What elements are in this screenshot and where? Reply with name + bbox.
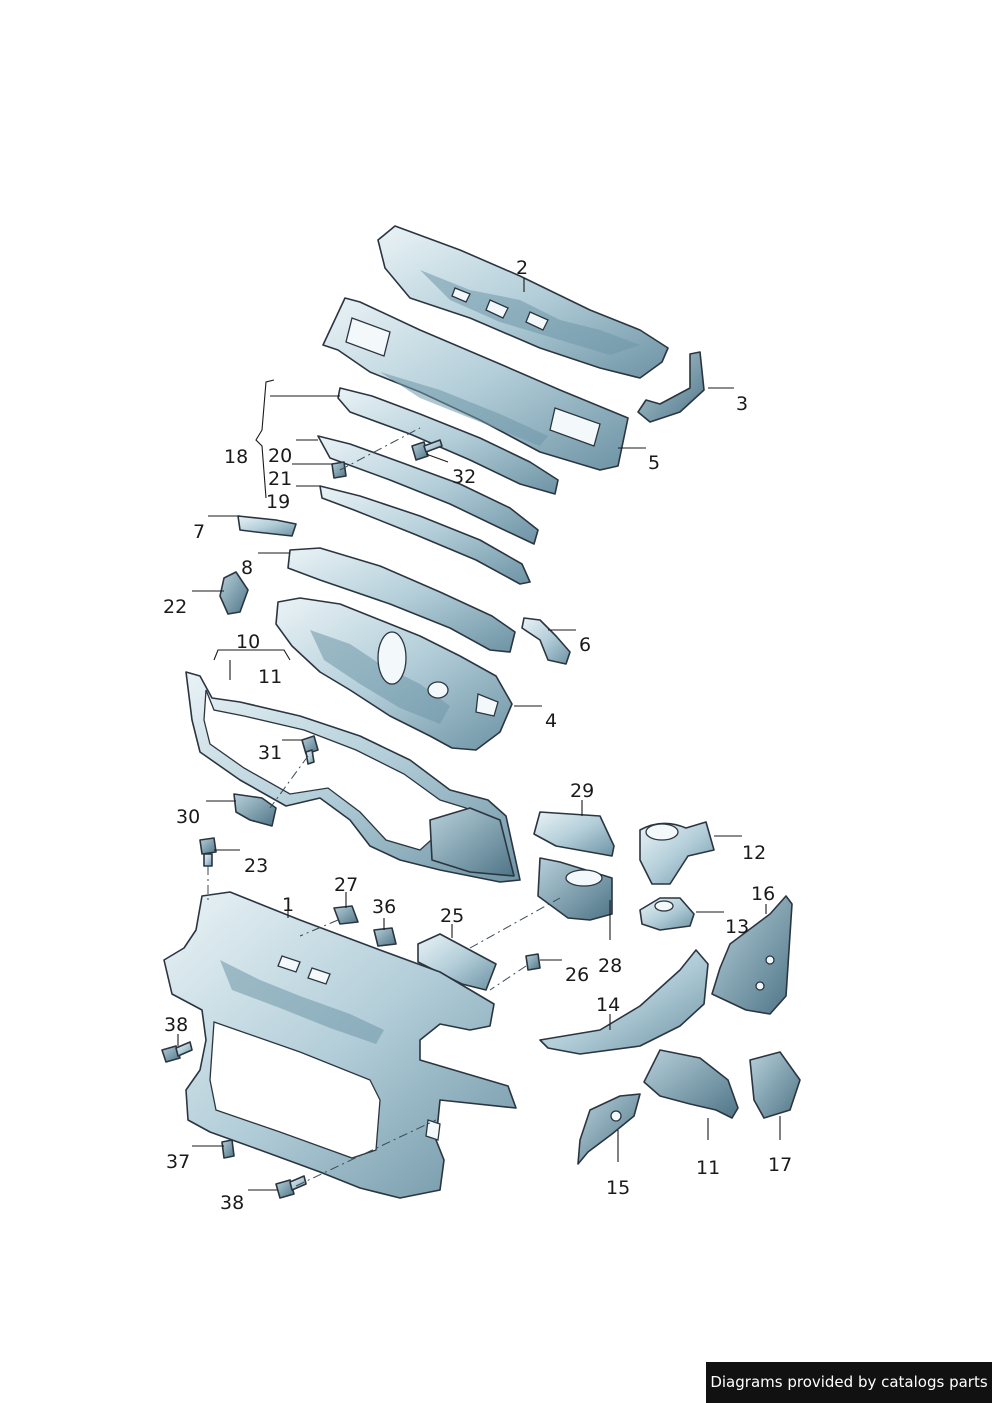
label-13: 13 bbox=[725, 916, 749, 938]
label-26: 26 bbox=[565, 964, 589, 986]
part-32-bolt bbox=[411, 439, 443, 461]
label-23: 23 bbox=[244, 855, 268, 877]
leader-lines bbox=[177, 278, 781, 1191]
part-23-bolt bbox=[199, 837, 217, 867]
part-12-strut-mount bbox=[639, 821, 715, 885]
label-30: 30 bbox=[176, 806, 200, 828]
label-14: 14 bbox=[596, 994, 620, 1016]
part-37-nut bbox=[221, 1139, 235, 1159]
label-1: 1 bbox=[282, 894, 294, 916]
part-18-strip-upper bbox=[337, 387, 559, 495]
label-16: 16 bbox=[751, 883, 775, 905]
label-10: 10 bbox=[236, 631, 260, 653]
part-1-front-carrier bbox=[163, 891, 517, 1199]
label-4: 4 bbox=[545, 710, 557, 732]
part-11-wheel-arch bbox=[643, 1049, 739, 1119]
part-27-clip bbox=[333, 905, 359, 925]
part-19-strip bbox=[319, 485, 531, 585]
label-38-lower: 38 bbox=[220, 1192, 244, 1214]
part-38-bolt-upper bbox=[161, 1041, 193, 1063]
label-12: 12 bbox=[742, 842, 766, 864]
part-21-clip bbox=[331, 461, 347, 479]
part-20-strip bbox=[317, 435, 539, 545]
label-22: 22 bbox=[163, 596, 187, 618]
part-labels: 1 2 3 4 5 6 7 8 10 11 11 12 13 14 15 16 … bbox=[163, 257, 792, 1214]
label-21: 21 bbox=[268, 468, 292, 490]
label-7: 7 bbox=[193, 521, 205, 543]
part-28-housing bbox=[537, 857, 613, 921]
label-2: 2 bbox=[516, 257, 528, 279]
part-17-plate bbox=[749, 1051, 801, 1119]
label-8: 8 bbox=[241, 557, 253, 579]
label-28: 28 bbox=[598, 955, 622, 977]
assembly-lines bbox=[207, 427, 561, 1187]
part-16-panel bbox=[711, 895, 793, 1015]
part-14-member bbox=[539, 949, 709, 1055]
label-37: 37 bbox=[166, 1151, 190, 1173]
label-31: 31 bbox=[258, 742, 282, 764]
label-20: 20 bbox=[268, 445, 292, 467]
label-38-upper: 38 bbox=[164, 1014, 188, 1036]
label-17: 17 bbox=[768, 1154, 792, 1176]
part-7-bracket bbox=[237, 515, 297, 537]
part-2-plenum-cover bbox=[377, 225, 669, 379]
part-38-bolt-lower bbox=[275, 1175, 307, 1199]
label-15: 15 bbox=[606, 1177, 630, 1199]
part-8-strip bbox=[287, 547, 516, 653]
part-15-bracket bbox=[577, 1093, 641, 1165]
part-31-bolt bbox=[301, 735, 319, 765]
part-25-duct bbox=[417, 933, 497, 991]
part-22-bracket bbox=[219, 571, 249, 615]
label-19: 19 bbox=[266, 491, 290, 513]
part-13-cap bbox=[639, 897, 695, 931]
label-6: 6 bbox=[579, 634, 591, 656]
label-18: 18 bbox=[224, 446, 248, 468]
part-3-bracket bbox=[637, 351, 705, 423]
part-36-clip bbox=[373, 927, 397, 947]
label-29: 29 bbox=[570, 780, 594, 802]
part-30-bracket bbox=[233, 793, 277, 827]
credit-banner: Diagrams provided by catalogs parts bbox=[706, 1362, 992, 1403]
part-10-seal bbox=[185, 671, 521, 883]
label-11-upper: 11 bbox=[258, 666, 282, 688]
part-26-bolt bbox=[525, 953, 541, 971]
label-36: 36 bbox=[372, 896, 396, 918]
label-32: 32 bbox=[452, 466, 476, 488]
part-29-air-duct bbox=[533, 811, 615, 857]
label-25: 25 bbox=[440, 905, 464, 927]
part-6-bracket bbox=[521, 617, 571, 665]
label-3: 3 bbox=[736, 393, 748, 415]
label-5: 5 bbox=[648, 452, 660, 474]
part-5-cowl-panel bbox=[322, 297, 629, 471]
part-4-bulkhead bbox=[275, 597, 513, 751]
label-11-lower: 11 bbox=[696, 1157, 720, 1179]
label-27: 27 bbox=[334, 874, 358, 896]
